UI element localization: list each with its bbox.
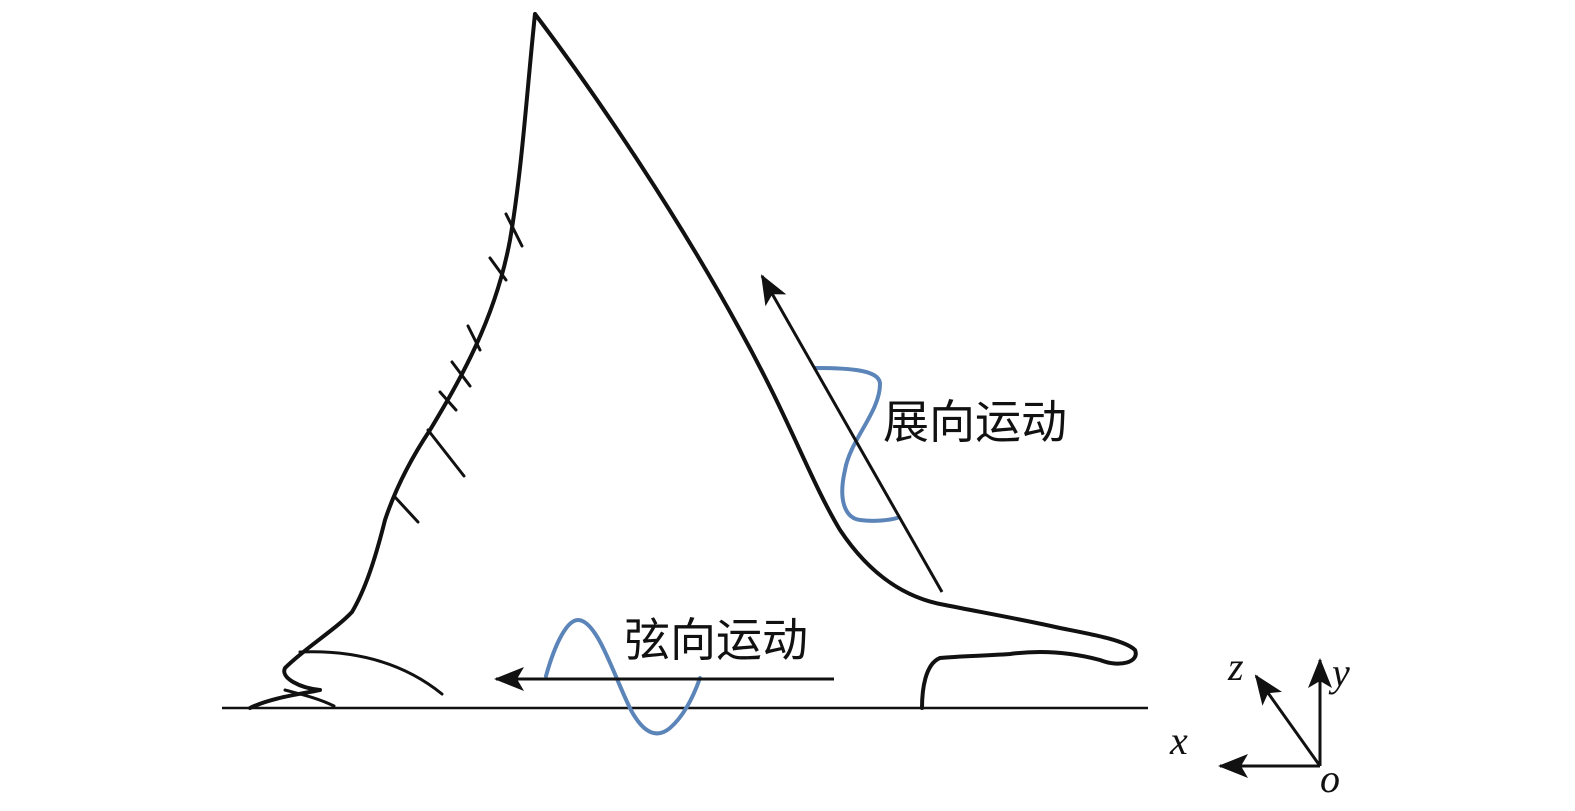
spanwise-arrow (760, 274, 944, 593)
axis-label-z: z (1227, 644, 1244, 689)
fin-outline (248, 12, 1138, 710)
leading-edge-ticks (392, 212, 524, 524)
chordwise-motion-label: 弦向运动 (624, 613, 808, 667)
z-axis-arrow (1254, 674, 1322, 767)
spanwise-motion-label: 展向运动 (883, 395, 1067, 449)
coordinate-axes: x y z o (1169, 644, 1350, 801)
axis-label-x: x (1169, 718, 1188, 763)
axis-label-origin: o (1320, 756, 1340, 801)
axis-label-y: y (1328, 650, 1350, 695)
spanwise-wave (814, 366, 899, 523)
fin-base-stroke-left (298, 650, 444, 696)
fin-base-stroke-tail (283, 688, 336, 708)
chordwise-wave (544, 618, 702, 736)
